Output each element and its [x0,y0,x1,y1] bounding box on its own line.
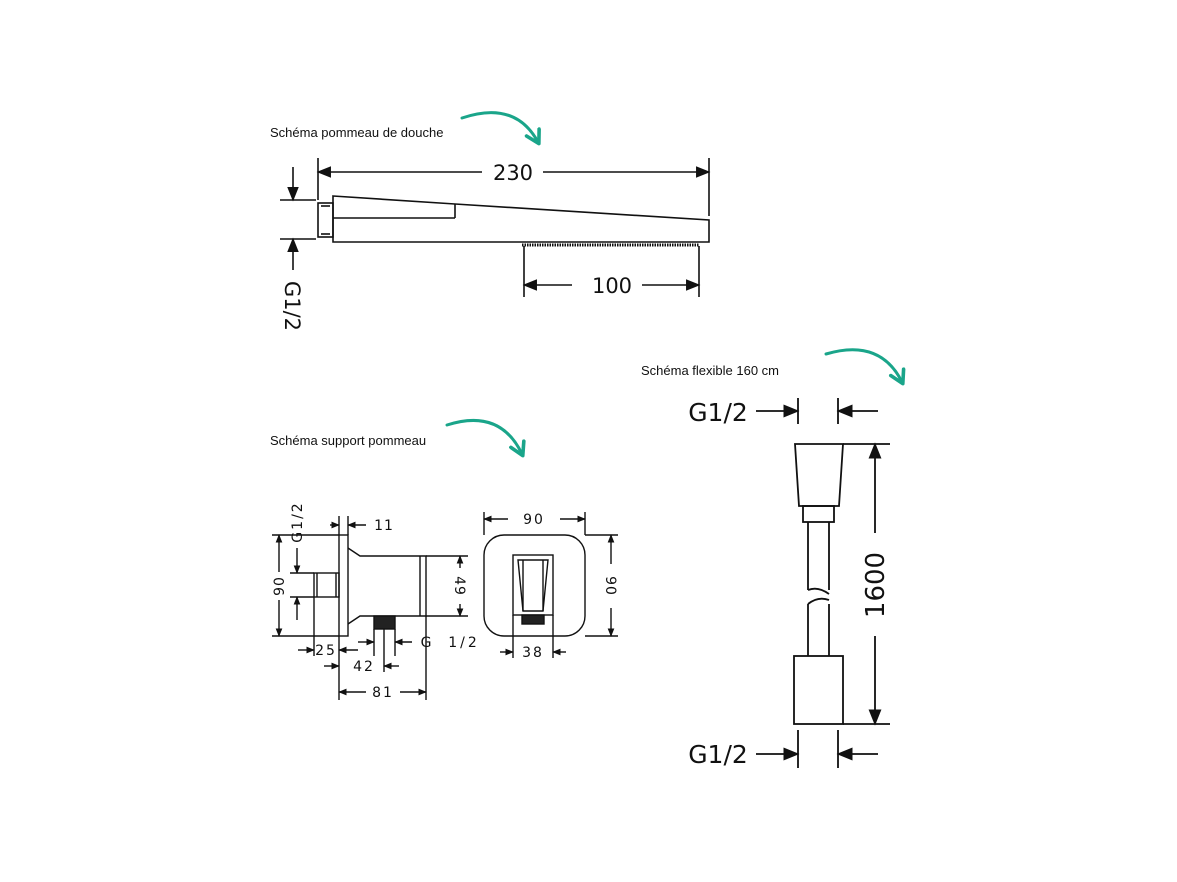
shower-head-length-label: 230 [493,161,533,185]
support-11-label: 11 [374,518,394,534]
support-side-drawing [272,516,468,700]
support-90-top-label: 90 [523,512,545,528]
support-front-drawing [483,512,618,658]
teal-arrow-icon [460,111,541,146]
teal-arrow-icon [445,418,526,458]
support-g-label: G [421,635,432,651]
hose-thread-bottom-label: G1/2 [688,740,748,769]
support-42-label: 42 [353,659,375,675]
hose-length-label: 1600 [861,552,891,618]
support-81-label: 81 [372,685,394,701]
shower-head-caption: Schéma pommeau de douche [270,125,444,140]
hose-thread-top-label: G1/2 [688,398,748,427]
support-half-label: 1/2 [448,635,480,651]
support-49-label: 49 [451,576,467,596]
shower-head-spray-label: 100 [592,274,632,298]
shower-head-drawing [280,158,711,297]
support-38-label: 38 [522,645,544,661]
support-90-right-label: 90 [602,576,618,596]
hose-drawing [756,398,890,768]
shower-head-thread-label: G1/2 [280,281,304,331]
support-caption: Schéma support pommeau [270,433,427,448]
teal-arrow-icon [824,348,906,386]
hose-caption: Schéma flexible 160 cm [641,363,780,378]
support-90-left-label: 90 [272,576,288,596]
support-thread-top-label: G1/2 [290,501,306,542]
support-25-label: 25 [315,643,337,659]
